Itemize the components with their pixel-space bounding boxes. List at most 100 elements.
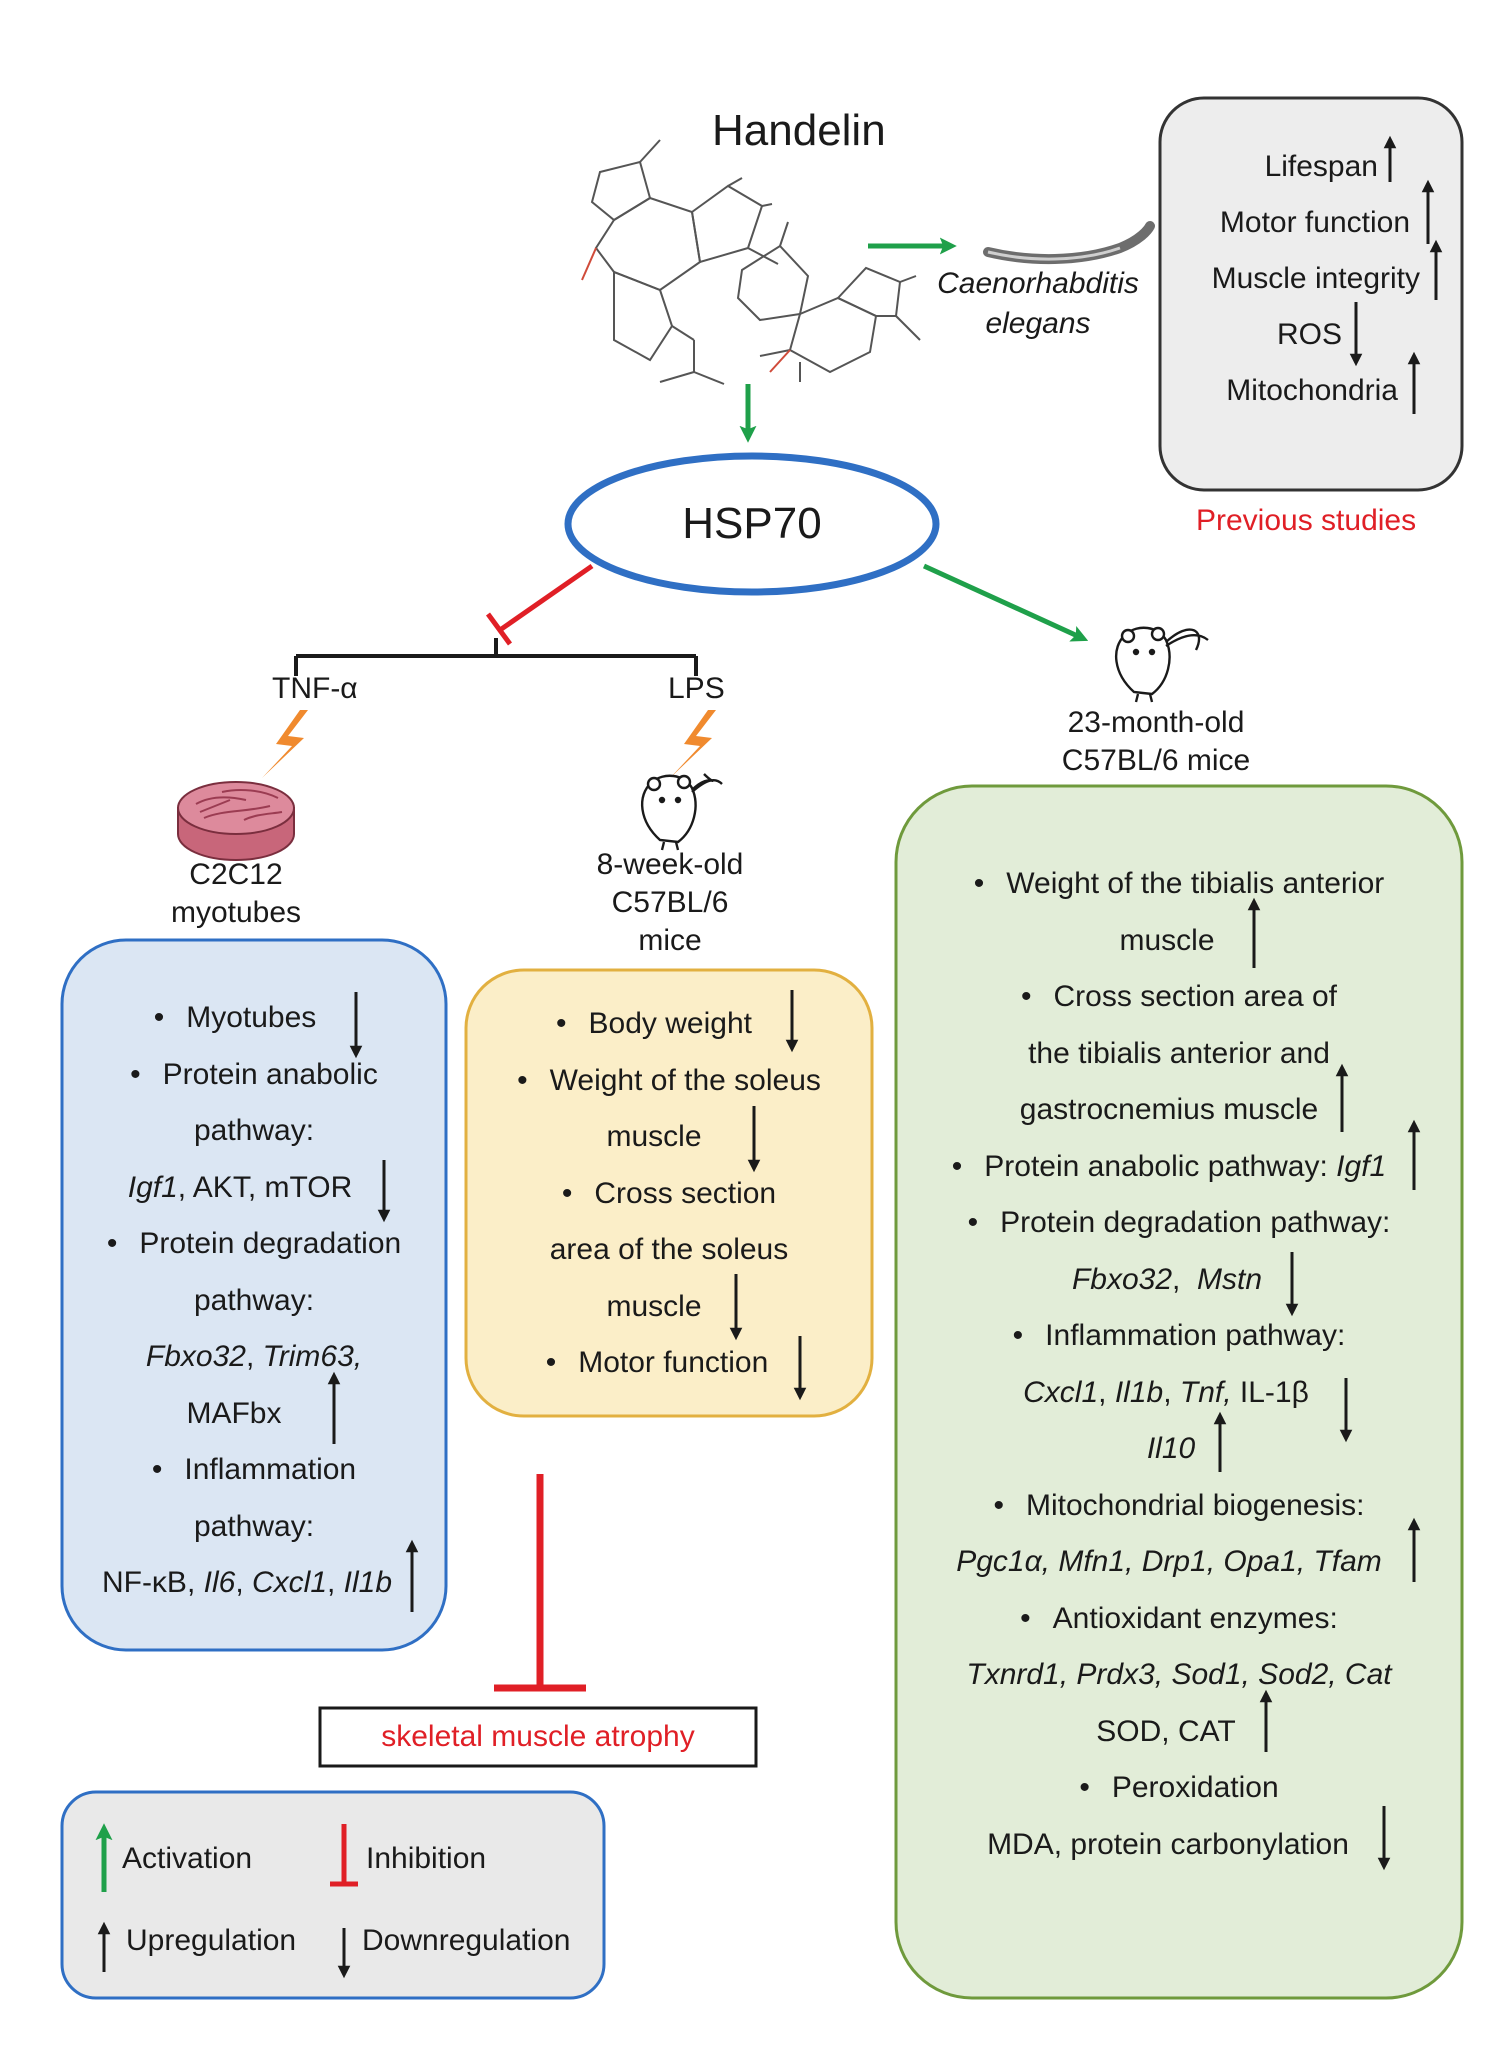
legend-activation-label: Activation <box>122 1842 253 1875</box>
young-mice-results-text: •Body weight •Weight of the soleus muscl… <box>466 996 872 1392</box>
sod-cat-text: SOD, CAT <box>1096 1714 1236 1748</box>
comma-text: , <box>327 1566 344 1599</box>
c2c12-type: myotubes <box>170 896 302 929</box>
trim63-gene: Trim63, <box>262 1340 363 1373</box>
old-mice-label: 23-month-old C57BL/6 mice <box>1046 704 1266 780</box>
nfkb-text: NF-κB, <box>101 1566 204 1599</box>
fbxo32-gene: Fbxo32 <box>145 1340 246 1373</box>
old-mice-age: 23-month-old <box>1067 706 1245 739</box>
gastro-text: gastrocnemius muscle <box>1019 1093 1319 1126</box>
legend-box <box>60 1790 606 2000</box>
blue-line-myotubes: •Myotubes <box>153 1001 317 1034</box>
mito-text: Mitochondrial biogenesis: <box>1025 1488 1365 1522</box>
yellow-line-motor: •Motor function <box>545 1346 769 1379</box>
degradation-pathway-text: pathway: <box>193 1283 315 1317</box>
inflammation-pathway-text: pathway: <box>193 1509 315 1543</box>
previous-studies-box <box>1158 96 1464 492</box>
celegans-label: Caenorhabditis elegans <box>930 264 1146 344</box>
il6-gene: Il6 <box>203 1566 236 1599</box>
tnf-lightning-icon <box>262 710 308 778</box>
c2c12-results-text: •Myotubes •Protein anabolic pathway: Igf… <box>62 990 446 1612</box>
comma-text: , <box>1098 1375 1115 1409</box>
green-line-antiox: •Antioxidant enzymes: <box>1020 1601 1338 1635</box>
legend-downregulation-label: Downregulation <box>362 1924 571 1957</box>
mito-genes-text: Pgc1α, Mfn1, Drp1, Opa1, Tfam <box>956 1545 1382 1578</box>
handelin-title: Handelin <box>712 106 886 155</box>
inflammation-text: Inflammation <box>184 1453 357 1486</box>
muscle-text: muscle <box>606 1289 702 1323</box>
green-line-weight-ta: •Weight of the tibialis anterior <box>973 867 1385 900</box>
il10-gene: Il10 <box>1146 1432 1196 1465</box>
separator-text: , <box>1172 1262 1198 1296</box>
myotubes-text: Myotubes <box>186 1001 317 1034</box>
old-mouse-icon <box>1114 626 1209 703</box>
yellow-line-cross-section: •Cross section <box>561 1176 777 1210</box>
il1b-gene: Il1b <box>343 1566 393 1599</box>
weight-soleus-text: Weight of the soleus <box>549 1063 821 1097</box>
green-line-mito: •Mitochondrial biogenesis: <box>993 1488 1365 1522</box>
blue-line-fbxo32: Fbxo32, Trim63, <box>62 1329 446 1386</box>
lps-label: LPS <box>668 672 725 705</box>
yellow-line-weight-soleus: •Weight of the soleus <box>517 1063 821 1097</box>
atrophy-label: skeletal muscle atrophy <box>381 1720 695 1753</box>
worm-icon <box>983 221 1155 265</box>
il1beta-text: IL-1β <box>1231 1375 1309 1409</box>
yellow-line-body-weight: •Body weight <box>556 1007 752 1040</box>
ta-and-text: the tibialis anterior and <box>1028 1036 1330 1070</box>
legend-inhibition-icon <box>330 1824 358 1887</box>
previous-item-mitochondria: Mitochondria <box>1226 374 1398 407</box>
green-line-mito-genes: Pgc1α, Mfn1, Drp1, Opa1, Tfam <box>896 1534 1462 1591</box>
green-line-fbxo32: Fbxo32, Mstn <box>896 1252 1462 1309</box>
igf1-gene: Igf1 <box>127 1170 178 1204</box>
tnf-lps-bracket <box>294 638 698 676</box>
green-line-anabolic: •Protein anabolic pathway: Igf1 <box>951 1149 1387 1183</box>
celegans-species: elegans <box>985 307 1091 340</box>
blue-line-mafbx: MAFbx <box>62 1386 446 1443</box>
green-line-mda: MDA, protein carbonylation <box>896 1817 1462 1874</box>
previous-item-lifespan: Lifespan <box>1264 150 1378 183</box>
old-mice-strain: C57BL/6 mice <box>1061 744 1251 777</box>
activation-arrow-old-mice <box>922 563 1089 642</box>
blue-line-igf1: Igf1, AKT, mTOR <box>62 1160 446 1217</box>
green-line-gastro: gastrocnemius muscle <box>896 1082 1462 1139</box>
young-mouse-icon <box>640 773 723 851</box>
comma-text: , <box>235 1566 252 1599</box>
body-weight-text: Body weight <box>588 1007 752 1040</box>
c2c12-results-box <box>60 938 448 1652</box>
muscle-text: muscle <box>1119 923 1215 957</box>
antiox-genes-text: Txnrd1, Prdx3, Sod1, Sod2, Cat <box>966 1658 1392 1691</box>
blue-line-inflammation: •Inflammation <box>151 1453 357 1486</box>
c2c12-label: C2C12 myotubes <box>142 856 330 932</box>
mafbx-text: MAFbx <box>186 1396 282 1430</box>
handelin-structure-icon <box>581 139 921 385</box>
tnf-gene: Tnf, <box>1179 1375 1232 1409</box>
lps-lightning-icon <box>670 710 716 778</box>
blue-line-anabolic: •Protein anabolic <box>130 1057 378 1091</box>
motor-function-text: Motor function <box>578 1346 769 1379</box>
old-mice-results-box <box>894 784 1464 2000</box>
green-line-sod-cat: SOD, CAT <box>896 1704 1462 1761</box>
green-line-perox: •Peroxidation <box>1079 1771 1279 1804</box>
cross-section-text: Cross section area of <box>1053 980 1337 1013</box>
previous-item-ros: ROS <box>1276 318 1342 351</box>
c2c12-name: C2C12 <box>189 858 283 891</box>
legend-inhibition-label: Inhibition <box>366 1842 487 1875</box>
cxcl1-gene: Cxcl1 <box>251 1566 327 1599</box>
green-line-cross-section: •Cross section area of <box>1021 980 1337 1013</box>
area-soleus-text: area of the soleus <box>549 1233 789 1266</box>
petri-dish-icon <box>177 781 295 861</box>
anabolic-pathway-text: pathway: <box>193 1114 315 1147</box>
old-mice-results-text: •Weight of the tibialis anterior muscle … <box>896 856 1462 1873</box>
young-mice-label: 8-week-old C57BL/6 mice <box>570 846 770 960</box>
antiox-text: Antioxidant enzymes: <box>1052 1601 1338 1635</box>
degradation-text: Protein degradation pathway: <box>1000 1206 1391 1239</box>
anabolic-text: Protein anabolic <box>162 1057 378 1091</box>
green-line-cxcl1: Cxcl1, Il1b, Tnf, IL-1β <box>896 1365 1462 1422</box>
celegans-genus: Caenorhabditis <box>937 267 1139 300</box>
akt-mtor-text: , AKT, mTOR <box>177 1170 353 1204</box>
young-mice-word: mice <box>638 924 702 957</box>
perox-text: Peroxidation <box>1111 1771 1279 1804</box>
yellow-line-muscle-2: muscle <box>466 1279 872 1336</box>
previous-item-muscle-integrity: Muscle integrity <box>1211 262 1420 295</box>
